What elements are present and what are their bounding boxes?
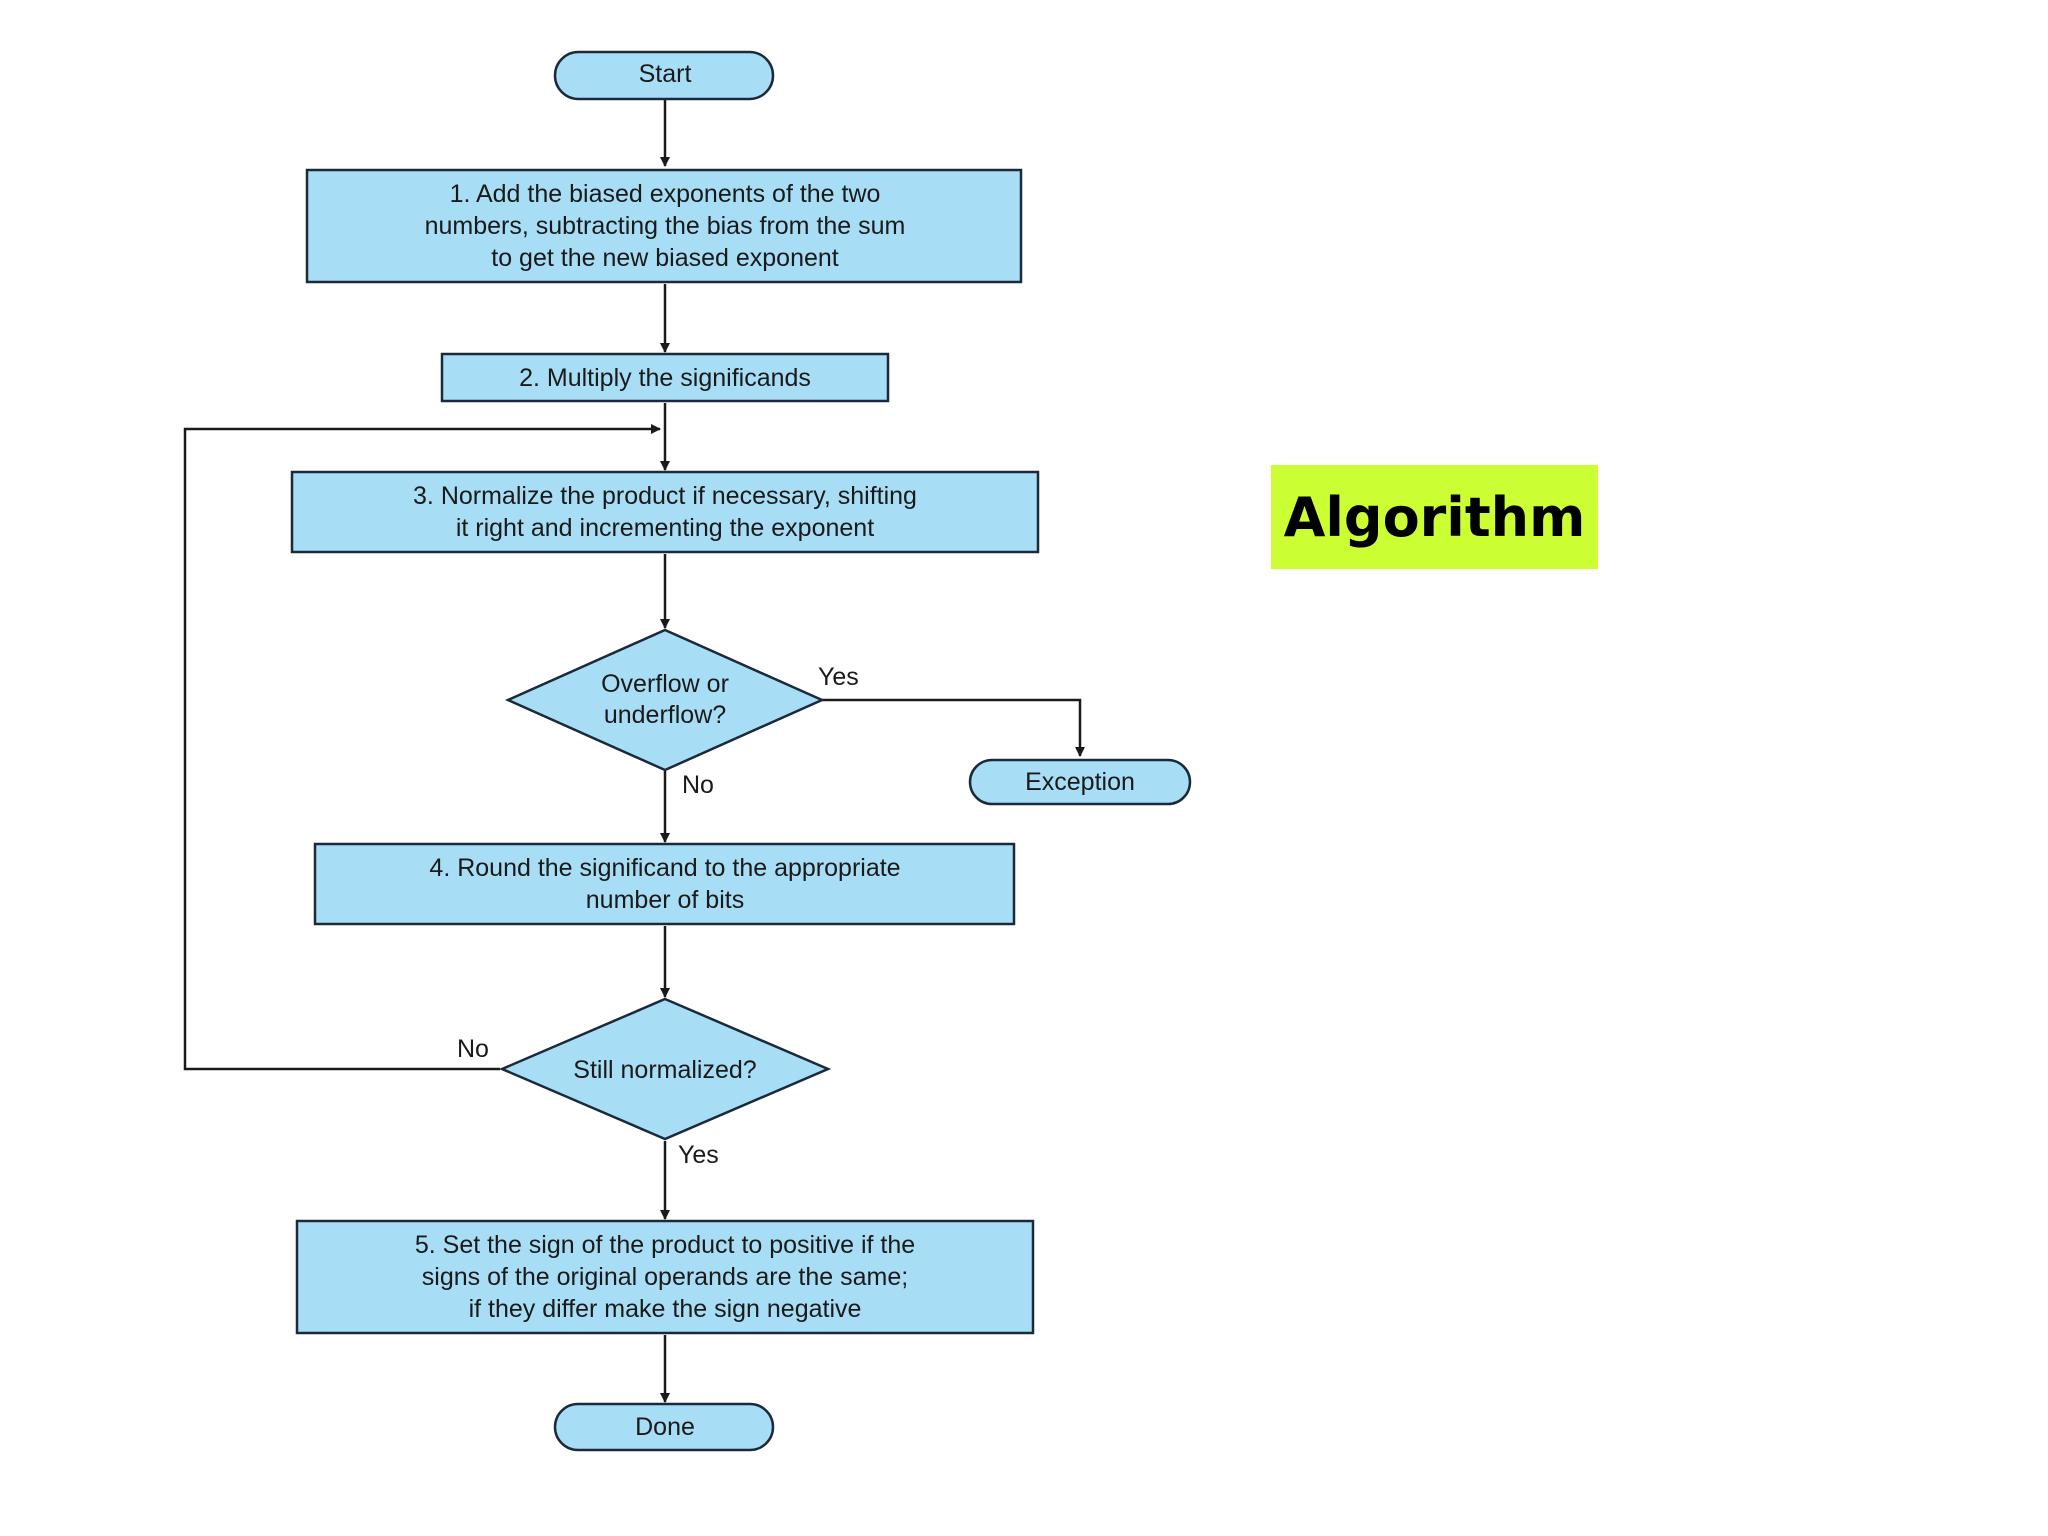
overflow-no-label: No bbox=[682, 771, 714, 799]
overflow-yes-label: Yes bbox=[818, 663, 859, 691]
step4-line-1: 4. Round the significand to the appropri… bbox=[429, 854, 900, 882]
step2-label: 2. Multiply the significands bbox=[519, 364, 811, 392]
edge-labels: Yes No No Yes bbox=[457, 663, 859, 1169]
step4-line-2: number of bits bbox=[586, 886, 744, 914]
exception-terminal bbox=[968, 758, 1192, 806]
step3-line-2: it right and incrementing the exponent bbox=[456, 514, 874, 542]
start-terminal bbox=[553, 50, 775, 101]
decision1-line-2: underflow? bbox=[604, 701, 726, 729]
page-title: Algorithm bbox=[1283, 485, 1586, 549]
edge-decision2-loop bbox=[183, 424, 661, 1071]
done-label: Done bbox=[635, 1413, 695, 1441]
step1-line-1: 1. Add the biased exponents of the two bbox=[450, 180, 881, 208]
decision2-label: Still normalized? bbox=[573, 1056, 756, 1084]
start-label: Start bbox=[639, 60, 692, 88]
nodes bbox=[290, 50, 1192, 1452]
exception-label: Exception bbox=[1025, 768, 1135, 796]
node-labels: Start 1. Add the biased exponents of the… bbox=[413, 60, 1135, 1441]
step1-box bbox=[305, 168, 1023, 284]
step3-box bbox=[290, 470, 1040, 554]
step5-box bbox=[295, 1219, 1035, 1335]
step5-line-1: 5. Set the sign of the product to positi… bbox=[415, 1231, 915, 1259]
decision1-line-1: Overflow or bbox=[601, 670, 729, 698]
normalized-no-label: No bbox=[457, 1035, 489, 1063]
decision1-diamond bbox=[504, 628, 826, 772]
done-terminal bbox=[553, 1402, 775, 1452]
step5-line-3: if they differ make the sign negative bbox=[469, 1295, 862, 1323]
step1-line-3: to get the new biased exponent bbox=[491, 244, 839, 272]
step4-box bbox=[313, 842, 1016, 926]
edge-decision1-exception bbox=[822, 698, 1085, 757]
step5-line-2: signs of the original operands are the s… bbox=[422, 1263, 908, 1291]
edges bbox=[183, 99, 1085, 1403]
title-banner: Algorithm bbox=[1271, 465, 1598, 569]
step1-line-2: numbers, subtracting the bias from the s… bbox=[425, 212, 906, 240]
step3-line-1: 3. Normalize the product if necessary, s… bbox=[413, 482, 917, 510]
decision2-diamond bbox=[498, 997, 832, 1141]
step2-box bbox=[440, 352, 890, 403]
normalized-yes-label: Yes bbox=[678, 1141, 719, 1169]
